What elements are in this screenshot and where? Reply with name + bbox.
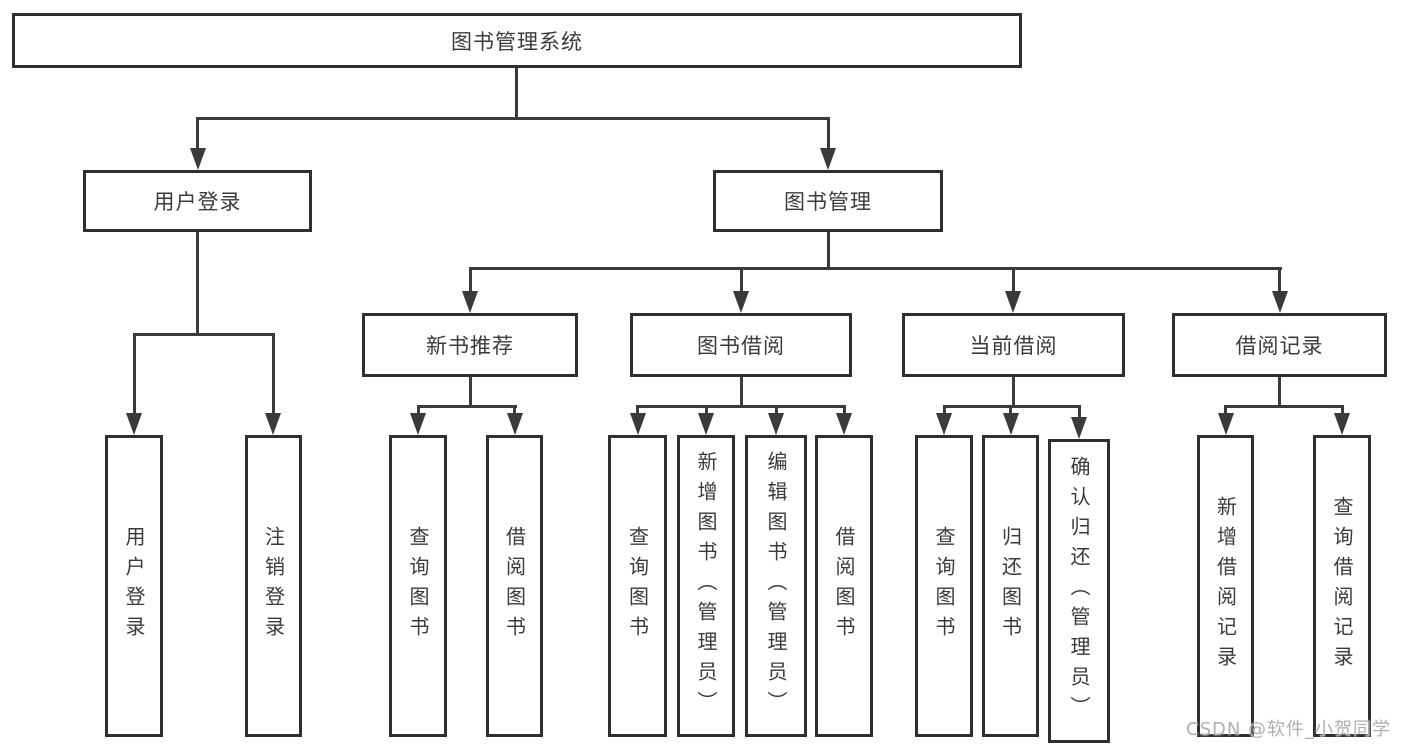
arrowhead-current-return [1003,413,1019,435]
leaf-borrow-add-admin: 新增图书（管理员） [677,435,735,737]
connector-newbooks-bar [417,405,517,408]
connector-drop-current-return [1009,405,1012,417]
node-book-management: 图书管理 [713,170,943,232]
arrowhead-records-add [1218,413,1234,435]
connector-drop-borrow-edit [775,405,778,417]
leaf-current-confirm-admin-label: 确认归还（管理员） [1067,456,1091,726]
leaf-user-login: 用户登录 [105,435,163,737]
leaf-borrow-book-label: 借阅图书 [832,526,856,646]
node-root: 图书管理系统 [12,13,1022,68]
connector-drop-newbooks-query [417,405,420,417]
connector-drop-records-query [1341,405,1344,417]
arrowhead-user-login [190,148,206,170]
connector-drop-new-book [469,267,472,293]
connector-mgmt-bar [469,267,1282,270]
connector-current-bar [943,405,1081,408]
node-book-borrow-label: 图书借阅 [697,334,785,358]
leaf-records-query-label: 查询借阅记录 [1330,496,1354,676]
node-borrow-records: 借阅记录 [1172,313,1387,377]
leaf-records-query: 查询借阅记录 [1313,435,1371,737]
node-current-borrow: 当前借阅 [902,313,1125,377]
connector-drop-current-confirm [1078,405,1081,419]
connector-records-stem [1278,377,1281,408]
connector-drop-records-add [1224,405,1227,417]
leaf-user-login-label: 用户登录 [122,526,146,646]
arrowhead-newbooks-borrow [507,413,523,435]
connector-drop-newbooks-borrow [513,405,516,417]
node-root-label: 图书管理系统 [451,29,583,54]
node-user-login: 用户登录 [83,170,312,232]
leaf-borrow-add-admin-label: 新增图书（管理员） [694,451,718,721]
connector-drop-borrow-query [636,405,639,417]
leaf-borrow-query-label: 查询图书 [625,526,650,646]
leaf-newbooks-borrow-label: 借阅图书 [502,526,527,646]
connector-login-stem [196,232,199,335]
leaf-logout-label: 注销登录 [261,526,286,646]
leaf-logout: 注销登录 [245,435,302,737]
arrowhead-book-management [820,148,836,170]
connector-drop-book-management [827,117,830,153]
connector-drop-borrow-book [843,405,846,417]
connector-drop-borrow-records [1278,267,1281,293]
connector-drop-current-borrow [1012,267,1015,293]
leaf-current-query-label: 查询图书 [932,526,956,646]
arrowhead-leaf-login [126,413,142,435]
connector-mgmt-stem [827,232,830,270]
leaf-current-return-label: 归还图书 [998,526,1023,646]
arrowhead-borrow-edit [768,413,784,435]
connector-drop-user-login [196,117,199,153]
leaf-records-add-label: 新增借阅记录 [1213,496,1238,676]
arrowhead-borrow-book [836,413,852,435]
leaf-current-query: 查询图书 [915,435,973,737]
leaf-borrow-edit-admin-label: 编辑图书（管理员） [764,451,788,721]
csdn-watermark: CSDN @软件_小贺同学 [1186,719,1392,740]
leaf-records-add: 新增借阅记录 [1197,435,1254,737]
node-user-login-label: 用户登录 [153,190,242,214]
node-current-borrow-label: 当前借阅 [969,334,1058,358]
leaf-borrow-book: 借阅图书 [815,435,873,737]
node-new-book-recommend-label: 新书推荐 [426,334,514,358]
arrowhead-leaf-logout [265,413,281,435]
leaf-borrow-edit-admin: 编辑图书（管理员） [745,435,807,737]
connector-drop-borrow-add [705,405,708,417]
leaf-newbooks-query-label: 查询图书 [406,526,430,646]
arrowhead-records-query [1334,413,1350,435]
arrowhead-borrow-records [1272,291,1288,313]
arrowhead-new-book [462,291,478,313]
leaf-newbooks-borrow: 借阅图书 [486,435,543,737]
node-new-book-recommend: 新书推荐 [362,313,578,377]
node-book-management-label: 图书管理 [784,190,872,214]
leaf-newbooks-query: 查询图书 [389,435,447,737]
leaf-borrow-query: 查询图书 [608,435,667,737]
connector-borrow-stem [740,377,743,408]
arrowhead-book-borrow [733,291,749,313]
connector-records-bar [1224,405,1344,408]
connector-newbooks-stem [469,377,472,408]
leaf-current-return: 归还图书 [982,435,1039,737]
arrowhead-newbooks-query [410,413,426,435]
connector-root-bar [196,117,830,120]
connector-login-bar [133,333,275,336]
connector-drop-leaf-logout [272,333,275,415]
connector-current-stem [1012,377,1015,408]
arrowhead-borrow-add [698,413,714,435]
arrowhead-borrow-query [630,413,646,435]
connector-drop-leaf-login [133,333,136,415]
node-borrow-records-label: 借阅记录 [1235,334,1324,358]
node-book-borrow: 图书借阅 [630,313,852,377]
connector-drop-book-borrow [740,267,743,293]
connector-root-stem [515,68,518,119]
arrowhead-current-borrow [1005,291,1021,313]
arrowhead-current-confirm [1071,417,1087,439]
arrowhead-current-query [936,413,952,435]
connector-borrow-bar [636,405,846,408]
leaf-current-confirm-admin: 确认归还（管理员） [1048,439,1110,743]
connector-drop-current-query [943,405,946,417]
